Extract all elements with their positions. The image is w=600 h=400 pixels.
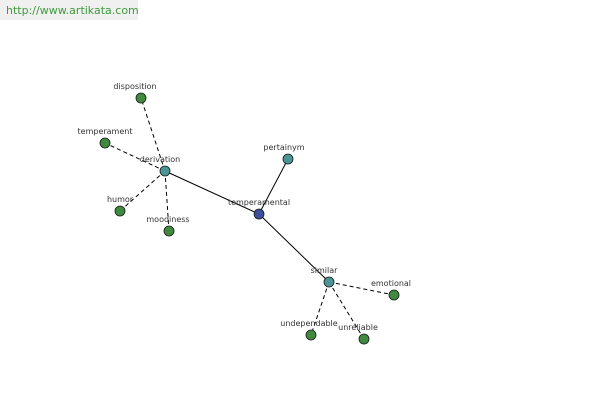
node-label-unreliable: unreliable [338,323,378,332]
node-label-humor: humor [107,195,134,204]
node-moodiness[interactable]: moodiness [146,215,190,237]
node-label-derivation: derivation [140,155,180,164]
node-label-temperamental: temperamental [228,198,290,207]
node-disposition[interactable]: disposition [113,82,157,104]
edge-similar-undependable [310,281,330,336]
node-label-moodiness: moodiness [146,215,189,224]
node-label-emotional: emotional [371,279,411,288]
node-temperament[interactable]: temperament [78,127,133,149]
node-label-disposition: disposition [113,82,156,91]
node-label-undependable: undependable [280,319,337,328]
node-temperamental[interactable]: temperamental [228,198,290,220]
edge-derivation-moodiness [164,170,170,232]
source-banner: http://www.artikata.com [0,0,139,20]
node-marker-humor[interactable] [114,205,126,217]
node-unreliable[interactable]: unreliable [338,323,378,345]
node-marker-similar[interactable] [323,276,335,288]
node-similar[interactable]: similar [311,266,339,288]
edges-layer [104,97,395,340]
node-marker-pertainym[interactable] [282,153,294,165]
node-marker-derivation[interactable] [159,165,171,177]
node-marker-undependable[interactable] [305,329,317,341]
node-marker-moodiness[interactable] [163,225,175,237]
nodes-layer: temperamental derivation pertainym similar d… [78,82,411,345]
node-emotional[interactable]: emotional [371,279,411,301]
node-marker-disposition[interactable] [135,92,147,104]
node-label-temperament: temperament [78,127,133,136]
edge-temperamental-similar [258,213,330,283]
edge-derivation-humor [119,170,166,212]
node-marker-emotional[interactable] [388,289,400,301]
edge-temperamental-pertainym [258,158,289,215]
node-label-similar: similar [311,266,339,275]
node-undependable[interactable]: undependable [280,319,338,341]
edge-temperamental-derivation [164,170,260,215]
node-derivation[interactable]: derivation [140,155,180,177]
node-marker-temperament[interactable] [99,137,111,149]
node-marker-unreliable[interactable] [358,333,370,345]
node-label-pertainym: pertainym [263,143,304,152]
node-humor[interactable]: humor [107,195,134,217]
edge-derivation-disposition [140,97,166,172]
node-marker-temperamental[interactable] [253,208,265,220]
node-pertainym[interactable]: pertainym [263,143,305,165]
source-url-link[interactable]: http://www.artikata.com [6,3,139,17]
